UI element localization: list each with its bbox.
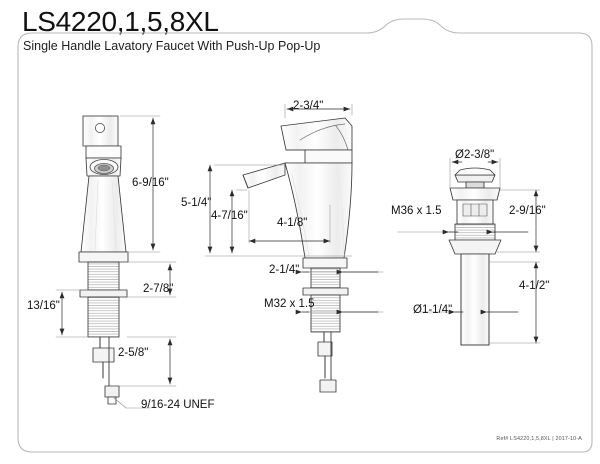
right-view-dimensions [397,157,541,344]
dim-left-height-overall: 6-9/16" [132,177,169,189]
dim-center-handle-width: 2-3/4" [293,100,324,112]
dim-center-spout-reach: 4-1/8" [277,217,308,229]
reference-note: Ref# LS4220,1,5,8XL | 2017-10-A [496,436,582,442]
dim-right-body-height: 2-9/16" [509,205,546,217]
left-view-geometry [78,115,129,405]
dim-right-tailpiece-diameter: Ø1-1/4" [413,304,453,316]
center-view-geometry [242,117,353,393]
dim-center-overall-height: 5-1/4" [181,197,212,209]
center-view-dimensions [204,103,384,315]
dim-right-body-thread: M36 x 1.5 [391,205,442,217]
dim-center-spout-height: 4-7/16" [211,210,248,222]
left-view-dimensions [55,115,177,409]
dim-right-flange-diameter: Ø2-3/8" [455,149,495,161]
dim-center-shank-thread: M32 x 1.5 [264,298,315,310]
dim-left-nut-height: 13/16" [27,300,60,312]
right-view-geometry [448,167,502,346]
dim-right-tailpiece-length: 4-1/2" [519,280,550,292]
dim-center-base-depth: 2-1/4" [269,264,300,276]
dim-left-thread-spec: 9/16-24 UNEF [141,399,215,411]
dim-left-tailpiece-length: 2-5/8" [118,347,149,359]
dim-left-shank-length: 2-7/8" [143,283,174,295]
